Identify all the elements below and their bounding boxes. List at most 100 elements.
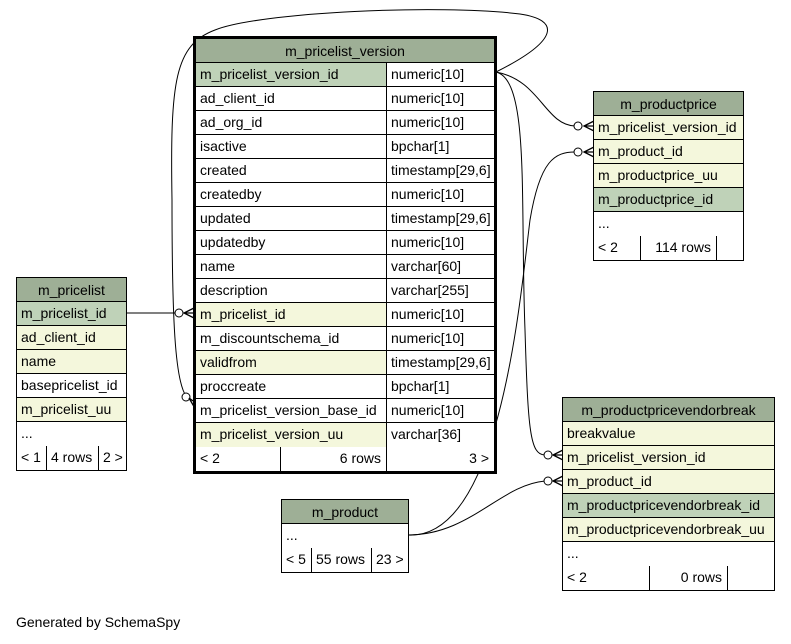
table-title: m_pricelist bbox=[17, 278, 126, 302]
column-row[interactable]: m_productprice_uu bbox=[594, 164, 743, 188]
relation-pricelist-version-to-vendorbreak bbox=[495, 71, 546, 456]
optional-marker-vendorbreak-product bbox=[543, 476, 553, 486]
table-title: m_productpricevendorbreak bbox=[563, 398, 774, 422]
column-name: ... bbox=[21, 425, 33, 441]
column-row[interactable]: m_pricelist_version_id bbox=[563, 446, 774, 470]
column-name: description bbox=[200, 282, 268, 298]
column-type: timestamp[29,6] bbox=[386, 351, 494, 374]
column-name: ... bbox=[286, 527, 298, 543]
column-row[interactable]: m_productprice_id bbox=[594, 188, 743, 212]
column-row[interactable]: ... bbox=[594, 212, 743, 236]
crowsfoot-pricelist bbox=[182, 307, 195, 319]
column-type: bpchar[1] bbox=[386, 135, 494, 158]
column-name: m_discountschema_id bbox=[200, 330, 340, 346]
crowsfoot-vendorbreak-version bbox=[551, 449, 564, 461]
column-name: updated bbox=[200, 210, 251, 226]
column-row[interactable]: m_pricelist_version_id numeric[10] bbox=[196, 63, 494, 87]
generated-by-label: Generated by SchemaSpy bbox=[16, 614, 181, 630]
column-name: name bbox=[21, 353, 57, 369]
column-row[interactable]: basepricelist_id bbox=[17, 374, 126, 398]
relation-product-to-vendorbreak bbox=[407, 480, 546, 536]
column-type: numeric[10] bbox=[386, 183, 494, 206]
column-row[interactable]: ... bbox=[17, 422, 126, 446]
column-row[interactable]: m_pricelist_version_id bbox=[594, 116, 743, 140]
column-row[interactable]: m_product_id bbox=[563, 470, 774, 494]
column-row[interactable]: name bbox=[17, 350, 126, 374]
column-row[interactable]: description varchar[255] bbox=[196, 279, 494, 303]
children-count[interactable] bbox=[716, 236, 743, 260]
row-count: 114 rows bbox=[640, 236, 716, 260]
children-count[interactable]: 3 > bbox=[386, 447, 494, 471]
column-type: varchar[255] bbox=[386, 279, 494, 302]
table-m-pricelist-version[interactable]: m_pricelist_version m_pricelist_version_… bbox=[193, 36, 497, 474]
optional-marker-productprice-version bbox=[573, 121, 583, 131]
column-row[interactable]: m_productpricevendorbreak_id bbox=[563, 494, 774, 518]
crowsfoot-vendorbreak-product bbox=[551, 475, 564, 487]
children-count[interactable]: 23 > bbox=[371, 548, 408, 572]
parents-count[interactable]: < 2 bbox=[200, 450, 220, 466]
column-name: m_productprice_id bbox=[598, 191, 714, 207]
parents-count[interactable]: < 2 bbox=[598, 239, 618, 255]
row-count: 4 rows bbox=[46, 446, 98, 470]
column-row[interactable]: ... bbox=[282, 524, 408, 548]
column-type: timestamp[29,6] bbox=[386, 159, 494, 182]
table-footer: < 2 0 rows bbox=[563, 566, 774, 590]
column-row[interactable]: m_productpricevendorbreak_uu bbox=[563, 518, 774, 542]
column-row[interactable]: m_product_id bbox=[594, 140, 743, 164]
column-row[interactable]: m_pricelist_id bbox=[17, 302, 126, 326]
column-row[interactable]: ad_org_id numeric[10] bbox=[196, 111, 494, 135]
table-title: m_product bbox=[282, 500, 408, 524]
column-name: m_product_id bbox=[567, 473, 652, 489]
column-name: ad_org_id bbox=[200, 114, 263, 130]
column-type: numeric[10] bbox=[386, 111, 494, 134]
column-name: m_pricelist_id bbox=[21, 305, 107, 321]
column-name: ... bbox=[598, 215, 610, 231]
column-name: m_pricelist_version_uu bbox=[200, 426, 344, 442]
column-row[interactable]: m_pricelist_uu bbox=[17, 398, 126, 422]
column-name: validfrom bbox=[200, 354, 257, 370]
optional-marker-productprice-product bbox=[573, 147, 583, 157]
parents-count[interactable]: < 5 bbox=[286, 551, 306, 567]
column-name: m_pricelist_uu bbox=[21, 401, 112, 417]
column-row[interactable]: ... bbox=[563, 542, 774, 566]
table-footer: < 2 6 rows 3 > bbox=[196, 447, 494, 471]
column-name: m_productprice_uu bbox=[598, 167, 718, 183]
relation-pricelist-version-to-productprice bbox=[495, 71, 576, 127]
column-row[interactable]: createdby numeric[10] bbox=[196, 183, 494, 207]
column-name: updatedby bbox=[200, 234, 266, 250]
children-count[interactable]: 2 > bbox=[98, 446, 126, 470]
column-name: m_pricelist_version_base_id bbox=[200, 402, 377, 418]
column-name: breakvalue bbox=[567, 425, 636, 441]
column-type: numeric[10] bbox=[386, 87, 494, 110]
optional-marker-self bbox=[181, 392, 191, 402]
column-type: varchar[60] bbox=[386, 255, 494, 278]
column-type: numeric[10] bbox=[386, 63, 494, 86]
column-type: bpchar[1] bbox=[386, 375, 494, 398]
children-count[interactable] bbox=[727, 566, 774, 590]
column-row[interactable]: breakvalue bbox=[563, 422, 774, 446]
column-name: createdby bbox=[200, 186, 262, 202]
column-row[interactable]: updated timestamp[29,6] bbox=[196, 207, 494, 231]
column-row[interactable]: ad_client_id bbox=[17, 326, 126, 350]
table-m-productpricevendorbreak[interactable]: m_productpricevendorbreak breakvalue m_pr… bbox=[562, 397, 775, 591]
table-m-product[interactable]: m_product ... < 5 55 rows 23 > bbox=[281, 499, 409, 573]
parents-count[interactable]: < 1 bbox=[21, 449, 41, 465]
column-name: m_pricelist_version_id bbox=[200, 66, 339, 82]
column-type: timestamp[29,6] bbox=[386, 207, 494, 230]
table-footer: < 5 55 rows 23 > bbox=[282, 548, 408, 572]
parents-count[interactable]: < 2 bbox=[567, 569, 587, 585]
column-row[interactable]: validfrom timestamp[29,6] bbox=[196, 351, 494, 375]
